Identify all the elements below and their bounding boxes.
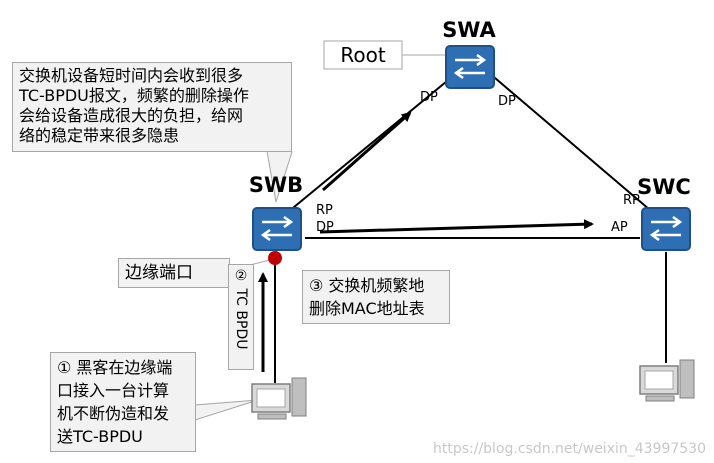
port-swa-left: DP [420,90,438,105]
hacker-pc-icon[interactable] [251,377,307,420]
swc-pc-icon[interactable] [639,359,695,402]
root-label-box [323,40,403,70]
callout-top-line: TC-BPDU报文，频繁的删除操作 [19,86,249,105]
port-swc-ap: AP [611,220,628,235]
callout-step1-tail [194,399,259,421]
callout-edge-port: 边缘端口 [118,258,230,288]
step2-label: ② TC BPDU [233,268,249,350]
swb-switch-icon [252,207,302,251]
callout-top-line: 会给设备造成很大的负担，给网 [19,106,244,125]
callout-top: 交换机设备短时间内会收到很多 TC-BPDU报文，频繁的删除操作 会给设备造成很… [12,62,292,152]
swb-arrows-icon [260,215,294,242]
callout-step2: ② TC BPDU [228,264,254,370]
callout-top-line: 交换机设备短时间内会收到很多 [19,66,244,85]
step1-line: 口接入一台计算 [57,381,170,400]
step3-line: 删除MAC地址表 [309,299,425,318]
switch-swc[interactable] [641,207,691,251]
port-swa-right: DP [498,94,516,109]
port-swb-rp: RP [316,203,333,218]
swc-switch-icon [641,207,691,251]
watermark: https://blog.csdn.net/weixin_43997530 [432,441,706,457]
switch-swa[interactable] [445,45,495,89]
port-swb-dp: DP [316,220,334,235]
step1-line: 机不断伪造和发 [57,404,170,423]
link-swa-swc [487,71,651,211]
callout-step1: ① 黑客在边缘端 口接入一台计算 机不断伪造和发 送TC-BPDU [50,352,196,452]
switch-swb[interactable] [252,207,302,251]
step1-line: ① 黑客在边缘端 [57,358,173,377]
swa-arrows-icon [453,53,487,80]
swc-arrows-icon [649,215,683,242]
edge-port-dot[interactable] [268,251,282,265]
swb-name: SWB [249,173,303,197]
edge-port-label: 边缘端口 [125,263,193,283]
link-swb-swa [287,71,459,213]
step1-line: 送TC-BPDU [57,427,143,446]
step3-line: ③ 交换机频繁地 [309,276,425,295]
tc-arrow-to-swa [322,111,412,192]
port-swc-rp: RP [623,193,640,208]
swa-switch-icon [445,45,495,89]
swa-name: SWA [442,18,496,42]
callout-top-line: 络的稳定带来很多隐患 [19,126,180,145]
tc-arrow-to-swc [319,219,594,234]
swc-name: SWC [637,175,691,199]
callout-step3: ③ 交换机频繁地 删除MAC地址表 [302,270,450,324]
root-label: Root [340,43,385,67]
